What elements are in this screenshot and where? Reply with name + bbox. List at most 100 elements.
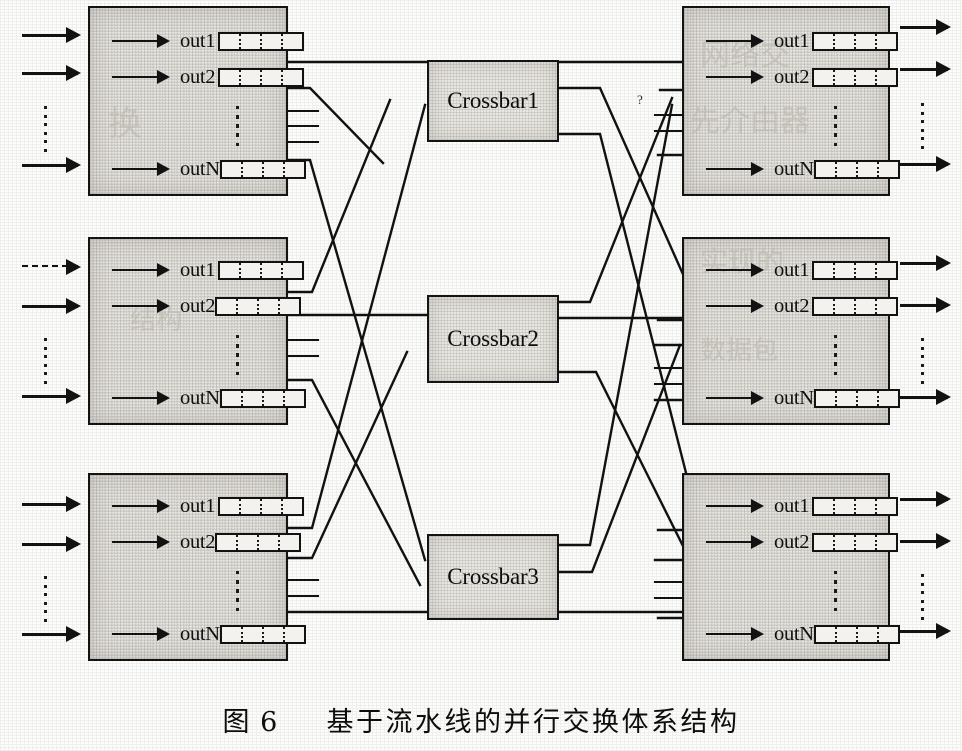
external-input-arrow [22, 395, 78, 398]
external-output-arrow [900, 540, 948, 543]
queue-label: out2 [180, 65, 216, 88]
crossbar-label: Crossbar3 [447, 564, 539, 589]
queue-label: out1 [774, 29, 810, 52]
input-module-1[interactable]: out1 out2 outN [88, 6, 306, 196]
queue-feed-arrow-icon [706, 540, 762, 544]
scan-artifact-mark: ? [637, 92, 643, 107]
queue-row-out1: out1 [112, 257, 305, 283]
queue-row-out1: out1 [112, 28, 305, 54]
external-input-arrow [22, 305, 78, 308]
queue-buffer [218, 31, 305, 51]
output-ellipsis [921, 338, 925, 384]
queue-row-out2: out2 [112, 529, 302, 555]
queue-feed-arrow-icon [706, 632, 762, 636]
input-module-2[interactable]: out1 out2 outN [88, 237, 306, 425]
output-module-2[interactable]: out1 out2 outN [682, 237, 900, 425]
queue-label: outN [774, 157, 814, 180]
queue-label: out1 [180, 29, 216, 52]
external-output-arrow [900, 304, 948, 307]
external-output-arrow [900, 68, 948, 71]
queue-label: out1 [774, 494, 810, 517]
queue-ellipsis [236, 335, 240, 375]
queue-label: out2 [774, 65, 810, 88]
queue-buffer [813, 624, 900, 644]
queue-ellipsis [834, 335, 838, 375]
queue-row-outN: outN [112, 156, 306, 182]
queue-label: outN [180, 157, 220, 180]
external-output-arrow [900, 262, 948, 265]
queue-buffer [813, 388, 900, 408]
output-module-1[interactable]: out1 out2 outN [682, 6, 900, 196]
queue-buffer [219, 388, 306, 408]
queue-row-out1: out1 [706, 493, 899, 519]
queue-feed-arrow-icon [112, 75, 168, 79]
queue-label: outN [774, 622, 814, 645]
queue-feed-arrow-icon [112, 167, 168, 171]
external-input-arrow [22, 265, 78, 267]
queue-label: out1 [180, 494, 216, 517]
crossbar-2[interactable]: Crossbar2 [427, 295, 559, 383]
queue-buffer [812, 260, 899, 280]
queue-label: out1 [180, 258, 216, 281]
crossbar-3[interactable]: Crossbar3 [427, 534, 559, 620]
queue-buffer [812, 296, 899, 316]
queue-feed-arrow-icon [112, 39, 168, 43]
queue-buffer [812, 67, 899, 87]
queue-ellipsis [834, 106, 838, 146]
external-input-arrow [22, 72, 78, 75]
queue-feed-arrow-icon [112, 632, 168, 636]
queue-label: outN [774, 386, 814, 409]
queue-buffer [215, 296, 302, 316]
queue-buffer [812, 31, 899, 51]
queue-buffer [219, 624, 306, 644]
external-input-arrow [22, 503, 78, 506]
output-ellipsis [921, 574, 925, 620]
queue-buffer [219, 159, 306, 179]
queue-label: out2 [180, 294, 216, 317]
external-output-arrow [900, 630, 948, 633]
figure-number: 图 6 [222, 707, 279, 738]
external-output-arrow [900, 498, 948, 501]
queue-feed-arrow-icon [706, 167, 762, 171]
external-input-arrow [22, 164, 78, 167]
queue-feed-arrow-icon [706, 504, 762, 508]
queue-row-out1: out1 [706, 257, 899, 283]
queue-row-out2: out2 [706, 529, 899, 555]
queue-ellipsis [236, 106, 240, 146]
input-module-3[interactable]: out1 out2 outN [88, 473, 306, 661]
figure-caption: 图 6 基于流水线的并行交换体系结构 [0, 700, 962, 739]
queue-row-out2: out2 [112, 293, 302, 319]
output-module-3[interactable]: out1 out2 outN [682, 473, 900, 661]
external-input-arrow [22, 543, 78, 546]
queue-row-outN: outN [112, 385, 306, 411]
queue-buffer [812, 532, 899, 552]
external-input-arrow [22, 34, 78, 37]
queue-buffer [215, 532, 302, 552]
queue-buffer [812, 496, 899, 516]
external-output-arrow [900, 163, 948, 166]
queue-row-out1: out1 [112, 493, 305, 519]
queue-ellipsis [236, 571, 240, 611]
queue-feed-arrow-icon [112, 504, 168, 508]
crossbar-label: Crossbar1 [447, 88, 539, 113]
queue-buffer [218, 260, 305, 280]
queue-feed-arrow-icon [112, 396, 168, 400]
queue-row-outN: outN [706, 385, 900, 411]
queue-label: out1 [774, 258, 810, 281]
queue-feed-arrow-icon [112, 268, 168, 272]
queue-feed-arrow-icon [706, 396, 762, 400]
queue-row-outN: outN [112, 621, 306, 647]
queue-buffer [218, 67, 305, 87]
queue-feed-arrow-icon [706, 268, 762, 272]
input-ellipsis [44, 106, 48, 152]
crossbar-1[interactable]: Crossbar1 [427, 60, 559, 142]
queue-row-out2: out2 [706, 64, 899, 90]
queue-buffer [218, 496, 305, 516]
queue-feed-arrow-icon [112, 304, 168, 308]
queue-feed-arrow-icon [112, 540, 168, 544]
queue-label: outN [180, 386, 220, 409]
queue-label: out2 [774, 294, 810, 317]
crossbar-label: Crossbar2 [447, 326, 539, 351]
queue-row-outN: outN [706, 156, 900, 182]
